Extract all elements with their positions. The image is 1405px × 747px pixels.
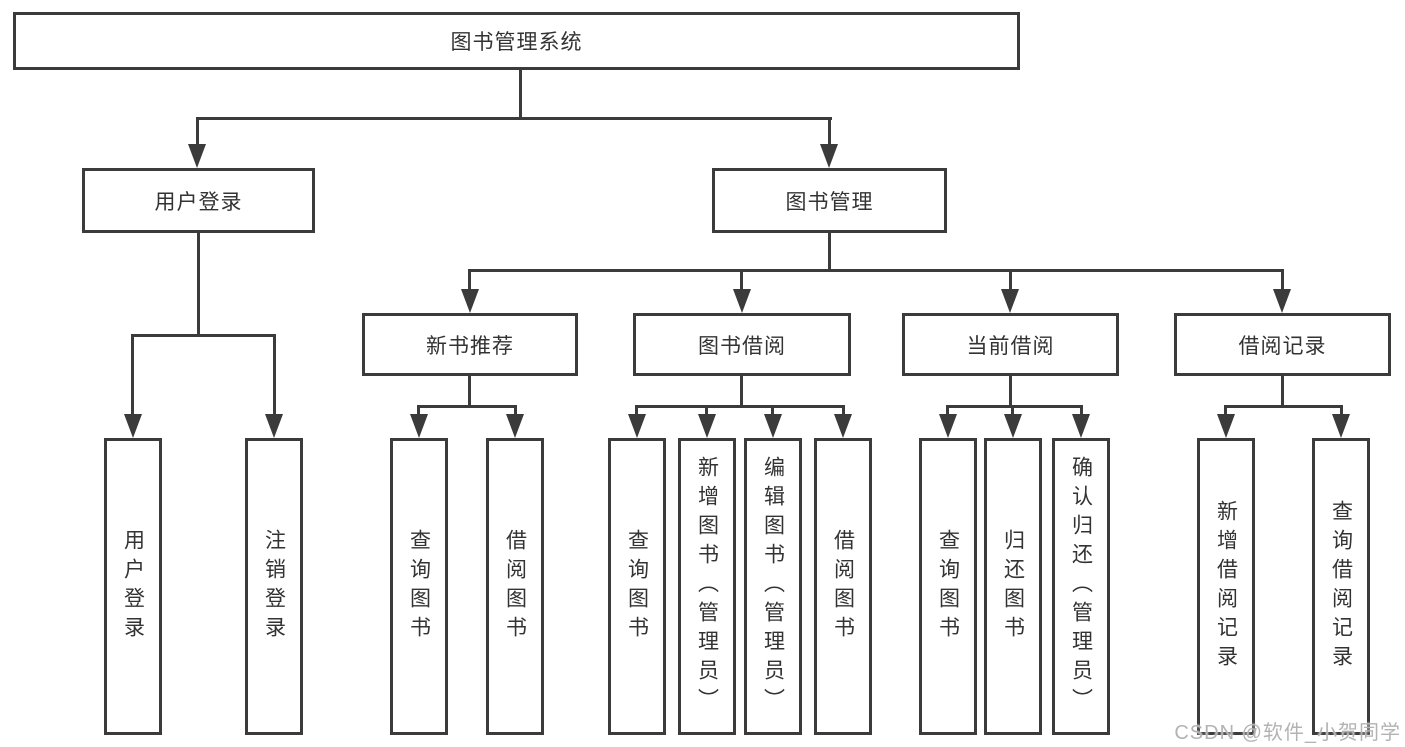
node-current-borrowing-label: 当前借阅 [966,334,1055,358]
connector-drop-book-management [828,117,831,147]
node-book-borrowing-label: 图书借阅 [698,334,786,358]
leaf-borrow-books: 借阅图书 [814,438,872,735]
leaf-user-login: 用户登录 [104,438,162,735]
arrow-down-query-current [939,414,957,438]
leaf-query-books-borrowing: 查询图书 [608,438,666,735]
node-borrowing-records-label: 借阅记录 [1238,334,1327,358]
connector-new-book-branch [417,405,517,408]
arrow-down-borrow-books [834,414,852,438]
connector-drop-leaf-logout [273,334,276,416]
arrow-down-add-record [1217,414,1235,438]
connector-records-stem [1281,376,1284,407]
connector-drop-borrowing-records [1281,269,1284,292]
arrow-down-confirm-return [1072,414,1090,438]
connector-root-stem [519,70,522,120]
arrow-down-current-borrowing [1001,289,1019,313]
leaf-add-borrow-record: 新增借阅记录 [1197,438,1255,735]
connector-drop-query-borrowing [635,405,638,418]
arrow-down-new-book-recommend [461,289,479,313]
connector-drop-query-recommend [417,405,420,418]
connector-drop-return-books [1011,405,1014,418]
leaf-query-books-recommend: 查询图书 [390,438,448,735]
leaf-borrow-books-recommend-label: 借阅图书 [503,528,527,645]
leaf-confirm-return-admin-label: 确认归还（管理员） [1069,456,1093,717]
connector-book-management-stem [828,233,831,271]
leaf-query-books-current-label: 查询图书 [936,528,960,645]
connector-book-management-branch [468,269,1284,272]
leaf-borrow-books-recommend: 借阅图书 [486,438,544,735]
arrow-down-leaf-user-login [124,414,142,438]
arrow-down-query-borrowing [628,414,646,438]
node-user-login-label: 用户登录 [154,190,243,214]
arrow-down-borrow-recommend [506,414,524,438]
leaf-return-books: 归还图书 [984,438,1042,735]
arrow-down-edit-books [764,414,782,438]
connector-drop-leaf-user-login [131,334,134,416]
arrow-down-borrowing-records [1273,289,1291,313]
leaf-user-login-label: 用户登录 [121,528,145,645]
arrow-down-query-record [1332,414,1350,438]
connector-current-branch [946,405,1083,408]
connector-root-branch [196,117,832,120]
arrow-down-query-recommend [410,414,428,438]
node-borrowing-records: 借阅记录 [1174,313,1391,376]
connector-drop-add-record [1224,405,1227,418]
arrow-down-add-books [698,414,716,438]
connector-current-stem [1009,376,1012,407]
root-node-label: 图书管理系统 [450,31,583,54]
leaf-edit-books-admin: 编辑图书（管理员） [744,438,802,735]
leaf-query-books-borrowing-label: 查询图书 [625,528,649,645]
connector-drop-confirm-return [1080,405,1083,418]
arrow-down-user-login [188,144,206,168]
csdn-watermark: CSDN @软件_小贺同学 [1174,722,1401,744]
leaf-query-borrow-record-label: 查询借阅记录 [1329,499,1353,674]
node-new-book-recommend: 新书推荐 [362,313,578,376]
connector-drop-book-borrowing [740,269,743,292]
arrow-down-leaf-logout [265,414,283,438]
connector-drop-borrow-books [842,405,845,418]
leaf-add-books-admin: 新增图书（管理员） [678,438,736,735]
leaf-add-borrow-record-label: 新增借阅记录 [1214,499,1238,674]
arrow-down-return-books [1004,414,1022,438]
connector-user-login-stem [197,233,200,337]
leaf-borrow-books-label: 借阅图书 [831,528,855,645]
node-current-borrowing: 当前借阅 [902,313,1119,376]
connector-drop-add-books [705,405,708,418]
leaf-edit-books-admin-label: 编辑图书（管理员） [761,456,785,717]
connector-drop-borrow-recommend [514,405,517,418]
leaf-query-books-recommend-label: 查询图书 [407,528,431,645]
arrow-down-book-management [820,144,838,168]
leaf-query-books-current: 查询图书 [919,438,977,735]
leaf-logout: 注销登录 [245,438,303,735]
node-book-management: 图书管理 [712,168,947,233]
leaf-logout-label: 注销登录 [262,528,286,645]
node-user-login: 用户登录 [82,168,315,233]
connector-drop-current-borrowing [1009,269,1012,292]
leaf-add-books-admin-label: 新增图书（管理员） [695,456,719,717]
connector-records-branch [1224,405,1343,408]
node-new-book-recommend-label: 新书推荐 [426,334,514,358]
leaf-confirm-return-admin: 确认归还（管理员） [1052,438,1110,735]
connector-borrowing-branch [635,405,845,408]
connector-user-login-branch [131,334,276,337]
connector-drop-new-book-recommend [468,269,471,292]
connector-drop-query-record [1340,405,1343,418]
leaf-query-borrow-record: 查询借阅记录 [1312,438,1370,735]
arrow-down-book-borrowing [733,289,751,313]
connector-borrowing-stem [740,376,743,407]
connector-drop-user-login [196,117,199,147]
connector-drop-query-current [946,405,949,418]
connector-drop-edit-books [771,405,774,418]
connector-new-book-stem [468,376,471,407]
leaf-return-books-label: 归还图书 [1001,528,1025,645]
root-node: 图书管理系统 [13,12,1020,70]
node-book-borrowing: 图书借阅 [633,313,851,376]
node-book-management-label: 图书管理 [785,190,874,214]
